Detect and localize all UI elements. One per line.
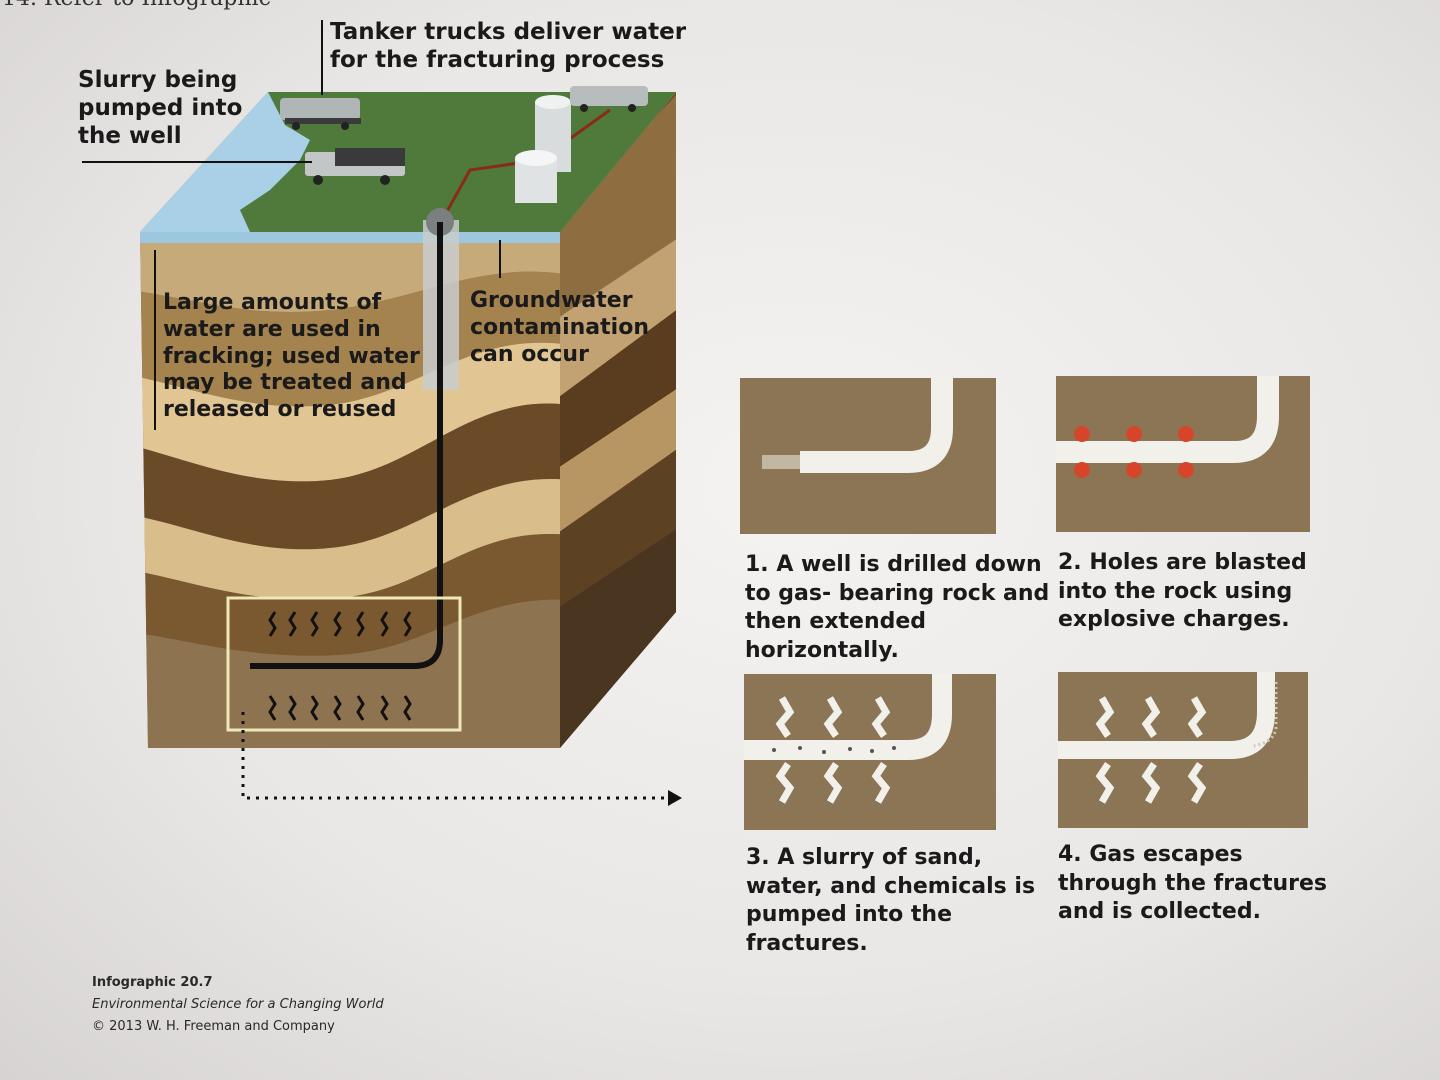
step-2-caption-line: explosive charges. bbox=[1058, 607, 1290, 633]
fracking-block-diagram bbox=[82, 20, 682, 806]
step-3-caption-line: 3. A slurry of sand, bbox=[746, 845, 983, 870]
step-2-panel bbox=[1056, 376, 1310, 532]
water-use-label: Large amounts of water are used in frack… bbox=[163, 290, 420, 424]
water-use-label-line: fracking; used water bbox=[163, 343, 420, 369]
step-2-caption-line: 2. Holes are blasted bbox=[1058, 550, 1307, 575]
surface-pipeline bbox=[443, 108, 611, 216]
well-bore bbox=[250, 222, 443, 669]
credit-book: Environmental Science for a Changing Wor… bbox=[92, 997, 384, 1012]
leader-arrowhead bbox=[668, 790, 682, 806]
pump-truck bbox=[305, 148, 405, 185]
step-1-caption-line: 1. A well is drilled down bbox=[745, 552, 1042, 577]
slurry-label-line: the well bbox=[78, 123, 182, 150]
credit-copyright: © 2013 W. H. Freeman and Company bbox=[92, 1019, 335, 1034]
water-use-label-line: released or reused bbox=[163, 397, 397, 423]
question-header-text: 14. Refer to Infographic bbox=[2, 0, 271, 10]
slurry-label-line: pumped into bbox=[78, 95, 243, 122]
step-4-caption-line: through the fractures bbox=[1058, 870, 1327, 896]
storage-tanks bbox=[515, 95, 571, 203]
zoom-highlight-box bbox=[226, 596, 462, 732]
tanker-truck-2 bbox=[570, 86, 648, 112]
step-1-caption-line: horizontally. bbox=[745, 637, 899, 663]
groundwater-label: Groundwater contamination can occur bbox=[470, 288, 649, 368]
cut-off-question-header: 14. Refer to Infographic bbox=[0, 0, 1440, 10]
step-1-caption-line: then extended bbox=[745, 609, 927, 635]
tanker-truck-1 bbox=[280, 98, 361, 130]
water-use-label-line: may be treated and bbox=[163, 370, 407, 396]
step-2-caption-line: into the rock using bbox=[1058, 578, 1293, 604]
step-1-panel bbox=[740, 378, 996, 534]
slurry-particles bbox=[772, 746, 896, 754]
fractures bbox=[268, 611, 412, 721]
blast-marks bbox=[1074, 426, 1194, 478]
credit-title: Infographic 20.7 bbox=[92, 975, 213, 990]
dotted-leader-line bbox=[241, 712, 668, 800]
water-use-label-line: water are used in bbox=[163, 316, 381, 342]
water-use-label-line: Large amounts of bbox=[163, 290, 382, 315]
step-3-caption-line: water, and chemicals is bbox=[746, 873, 1036, 899]
tanker-label: Tanker trucks deliver water for the frac… bbox=[330, 18, 686, 74]
gas-flow bbox=[1253, 682, 1278, 748]
groundwater-label-line: can occur bbox=[470, 341, 589, 367]
step-3-caption-line: fractures. bbox=[746, 930, 868, 956]
step-1-caption: 1. A well is drilled down to gas- bearin… bbox=[745, 551, 1049, 665]
groundwater-label-line: contamination bbox=[470, 314, 649, 340]
step-4-caption-line: and is collected. bbox=[1058, 899, 1261, 925]
step-2-caption: 2. Holes are blasted into the rock using… bbox=[1058, 549, 1307, 635]
groundwater-line bbox=[140, 232, 560, 243]
step-1-caption-line: to gas- bearing rock and bbox=[745, 580, 1050, 606]
groundwater-label-line: Groundwater bbox=[470, 288, 633, 313]
tanker-label-line: Tanker trucks deliver water bbox=[330, 19, 687, 45]
step-3-caption: 3. A slurry of sand, water, and chemical… bbox=[746, 844, 1035, 958]
step-4-caption: 4. Gas escapes through the fractures and… bbox=[1058, 841, 1327, 927]
slurry-label: Slurry being pumped into the well bbox=[78, 66, 242, 150]
step-3-caption-line: pumped into the bbox=[746, 902, 953, 928]
step-4-caption-line: 4. Gas escapes bbox=[1058, 842, 1243, 867]
step-3-panel bbox=[744, 674, 996, 830]
slurry-label-line: Slurry being bbox=[78, 67, 238, 93]
step-4-panel bbox=[1058, 672, 1308, 828]
tanker-label-line: for the fracturing process bbox=[330, 47, 665, 74]
